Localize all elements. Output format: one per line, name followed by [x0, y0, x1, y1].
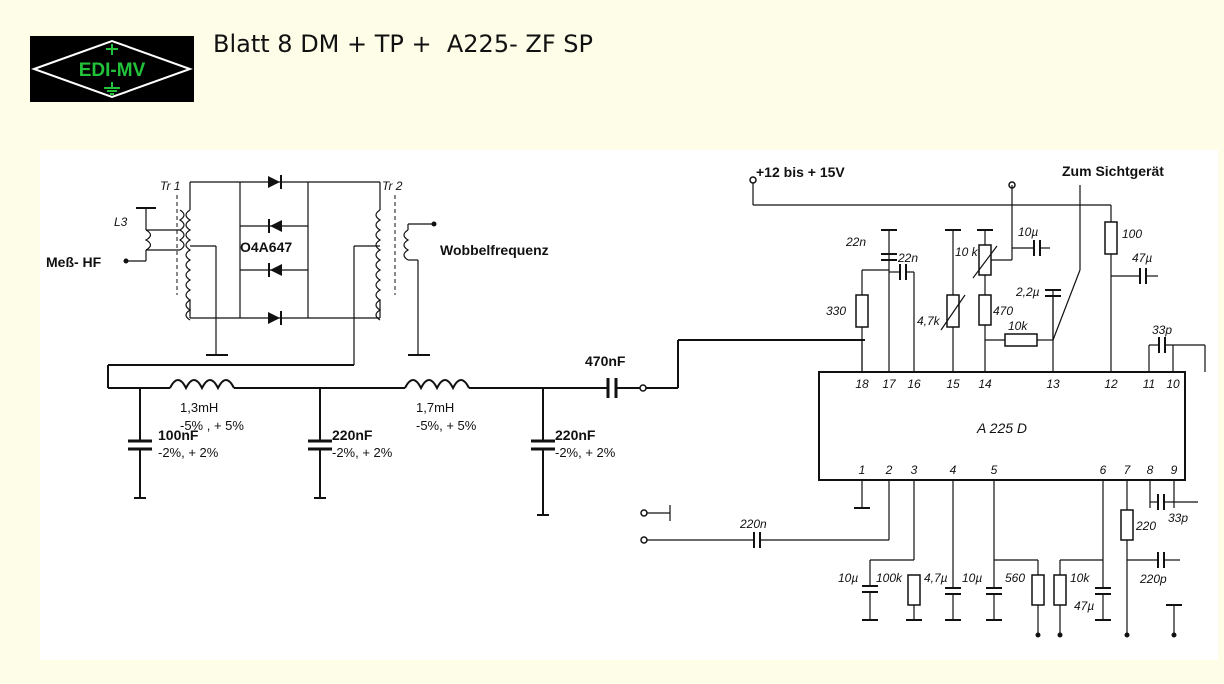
c-220p: 220p — [1139, 572, 1167, 586]
r-330: 330 — [826, 304, 846, 318]
c-47u-bot: 47µ — [1074, 599, 1094, 613]
c-10u-1: 10µ — [838, 571, 858, 585]
ic-body — [818, 371, 1186, 481]
l2-tolerance: -5%, + 5% — [416, 418, 477, 433]
pin-3: 3 — [911, 463, 918, 477]
r-470: 470 — [993, 304, 1013, 318]
pin-13: 13 — [1046, 377, 1060, 391]
r-100k: 100k — [876, 571, 903, 585]
r-100: 100 — [1122, 227, 1142, 241]
r-10k-h: 10k — [1008, 319, 1028, 333]
pin-2: 2 — [885, 463, 893, 477]
l3-label: L3 — [114, 215, 128, 229]
c-47u-top: 47µ — [1132, 251, 1152, 265]
pin-8: 8 — [1147, 463, 1154, 477]
edi-mv-logo: EDI-MV — [30, 36, 194, 102]
r-10k-pot: 10 k — [955, 245, 979, 259]
c2-value: 220nF — [332, 427, 373, 443]
c-10u-top: 10µ — [1018, 225, 1038, 239]
coupling-cap-value: 470nF — [585, 353, 626, 369]
lowpass-filter — [107, 339, 865, 516]
c-2u2: 2,2µ — [1015, 285, 1040, 299]
pin-18: 18 — [855, 377, 869, 391]
c3-value: 220nF — [555, 427, 596, 443]
c1-value: 100nF — [158, 427, 199, 443]
pin-7: 7 — [1124, 463, 1132, 477]
diode-type-label: O4A647 — [240, 239, 292, 255]
sweep-frequency-label: Wobbelfrequenz — [440, 242, 549, 258]
pin-15: 15 — [946, 377, 960, 391]
pin-14: 14 — [978, 377, 992, 391]
svg-text:EDI-MV: EDI-MV — [79, 60, 146, 81]
c-22n-a: 22n — [845, 235, 866, 249]
pin-9: 9 — [1171, 463, 1178, 477]
c-22n-b: 22n — [897, 251, 918, 265]
ic-name: A 225 D — [976, 420, 1027, 436]
c-4u7: 4,7µ — [924, 571, 948, 585]
r-10k-b: 10k — [1070, 571, 1090, 585]
c-33p-bot: 33p — [1168, 511, 1188, 525]
ic-top-circuit — [749, 176, 1206, 372]
l1-value: 1,3mH — [180, 400, 218, 415]
r-560: 560 — [1005, 571, 1025, 585]
r-220: 220 — [1135, 519, 1156, 533]
pin-16: 16 — [907, 377, 921, 391]
ring-demodulator — [123, 175, 437, 365]
c-220n-in: 220n — [739, 517, 767, 531]
c2-tolerance: -2%, + 2% — [332, 445, 393, 460]
pin-17: 17 — [882, 377, 897, 391]
tr1-label: Tr 1 — [160, 179, 180, 193]
mess-hf-label: Meß- HF — [46, 254, 102, 270]
pin-1: 1 — [859, 463, 866, 477]
c3-tolerance: -2%, + 2% — [555, 445, 616, 460]
tr2-label: Tr 2 — [382, 179, 403, 193]
ic-bottom-circuit — [640, 480, 1198, 638]
c1-tolerance: -2%, + 2% — [158, 445, 219, 460]
ic-pin-labels-top: 18 17 16 15 14 13 12 11 10 — [855, 377, 1180, 391]
display-output-label: Zum Sichtgerät — [1062, 163, 1164, 179]
pin-10: 10 — [1166, 377, 1180, 391]
supply-label: +12 bis + 15V — [756, 164, 845, 180]
c-10u-2: 10µ — [962, 571, 982, 585]
l1-tolerance: -5% , + 5% — [180, 418, 244, 433]
pin-5: 5 — [991, 463, 998, 477]
r-4k7: 4,7k — [917, 314, 941, 328]
c-33p-top: 33p — [1152, 323, 1172, 337]
pin-12: 12 — [1104, 377, 1118, 391]
l2-value: 1,7mH — [416, 400, 454, 415]
pin-4: 4 — [950, 463, 957, 477]
pin-11: 11 — [1143, 377, 1155, 391]
ic-pin-labels-bottom: 1 2 3 4 5 6 7 8 9 — [859, 463, 1178, 477]
pin-6: 6 — [1100, 463, 1107, 477]
schematic-drawing: Tr 1 Tr 2 L3 Meß- HF O4A647 Wobbelfreque… — [40, 150, 1218, 660]
sheet-title: Blatt 8 DM + TP + A225- ZF SP — [213, 30, 593, 58]
